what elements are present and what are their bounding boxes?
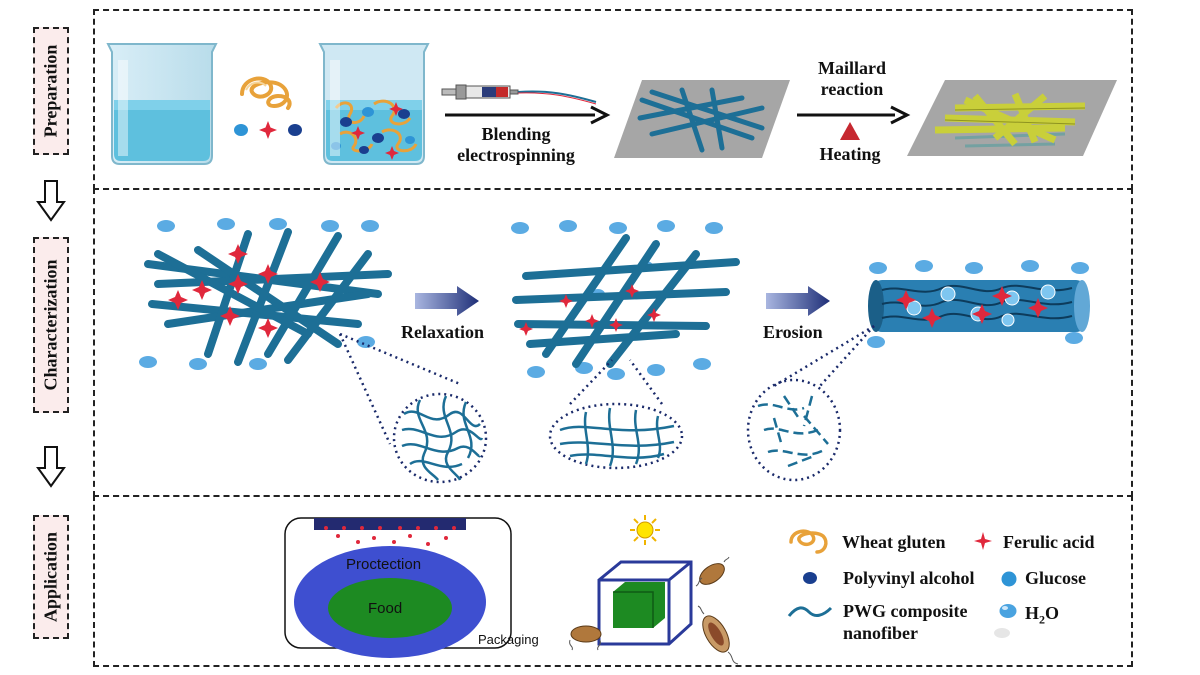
bacteria-icon [695, 556, 730, 587]
legend-nanofiber-icon [787, 606, 833, 617]
molecules-icon [234, 121, 302, 139]
beaker-icon [106, 43, 218, 165]
application-frame [93, 495, 1133, 667]
blending-label-line2: electrospinning [457, 145, 575, 165]
packaging-label: Packaging [478, 632, 539, 647]
legend-water-icon [999, 604, 1017, 618]
relaxation-arrow-icon [415, 286, 479, 316]
beaker-mixture-icon [318, 43, 430, 165]
heating-label: Heating [819, 144, 881, 164]
blending-label-line1: Blending [481, 124, 551, 144]
legend-water-o: O [1045, 603, 1060, 623]
section-label-characterization: Characterization [33, 237, 69, 413]
legend-glucose-icon [1001, 571, 1017, 587]
bacteria-icon [569, 625, 602, 651]
maillard-label: Maillard reaction [800, 58, 904, 100]
fiber-mesh-loose-icon [511, 220, 740, 380]
legend-shadow-icon [994, 628, 1010, 638]
legend-ferulic-acid: Ferulic acid [1003, 532, 1095, 552]
zoom-detail-eroded-icon [746, 324, 875, 482]
wheat-gluten-icon [240, 76, 292, 110]
food-cube-icon [597, 560, 693, 646]
erosion-arrow-icon [766, 286, 830, 316]
maillard-label-line2: reaction [820, 79, 884, 99]
section-label-preparation: Preparation [33, 27, 69, 155]
eroded-fiber-cylinder-icon [867, 260, 1090, 348]
zoom-detail-dense-icon [338, 332, 488, 484]
blending-label: Blending electrospinning [445, 124, 587, 166]
process-arrow-icon [445, 105, 611, 125]
sun-icon [630, 515, 660, 545]
legend-nanofiber: PWG composite nanofiber [843, 600, 967, 644]
legend-pva-icon [803, 572, 817, 584]
process-arrow-icon [797, 105, 911, 125]
section-label-application-text: Application [40, 531, 61, 623]
food-label: Food [368, 600, 403, 617]
legend-nanofiber-line2: nanofiber [843, 623, 919, 643]
heating-triangle-icon [840, 122, 860, 140]
protection-label: Proctection [346, 556, 422, 573]
legend-glucose: Glucose [1025, 568, 1086, 588]
legend-nanofiber-line1: PWG composite [843, 601, 968, 621]
legend-wheat-gluten-icon [789, 529, 828, 554]
section-label-characterization-text: Characterization [40, 259, 61, 391]
section-label-application: Application [33, 515, 69, 639]
legend-water-h: H [1025, 603, 1040, 623]
legend-water: H2O [1025, 603, 1059, 628]
down-arrow-icon [36, 180, 66, 222]
zoom-detail-loose-icon [548, 359, 684, 470]
maillard-label-line1: Maillard [818, 58, 886, 78]
fiber-mesh-dense-icon [139, 218, 392, 370]
down-arrow-icon [36, 446, 66, 488]
crosslinked-mat-icon [907, 80, 1117, 156]
erosion-label: Erosion [763, 322, 823, 342]
relaxation-label: Relaxation [401, 322, 484, 342]
bacteria-icon [697, 605, 739, 665]
nanofiber-mat-icon [614, 80, 790, 158]
legend-wheat-gluten: Wheat gluten [842, 532, 946, 552]
section-label-preparation-text: Preparation [40, 44, 61, 138]
legend-polyvinyl-alcohol: Polyvinyl alcohol [843, 568, 975, 588]
legend-water-sub: 2 [1039, 612, 1046, 627]
packaging-box-icon [284, 517, 512, 658]
syringe-icon [441, 84, 597, 105]
legend-ferulic-acid-icon [974, 532, 992, 550]
